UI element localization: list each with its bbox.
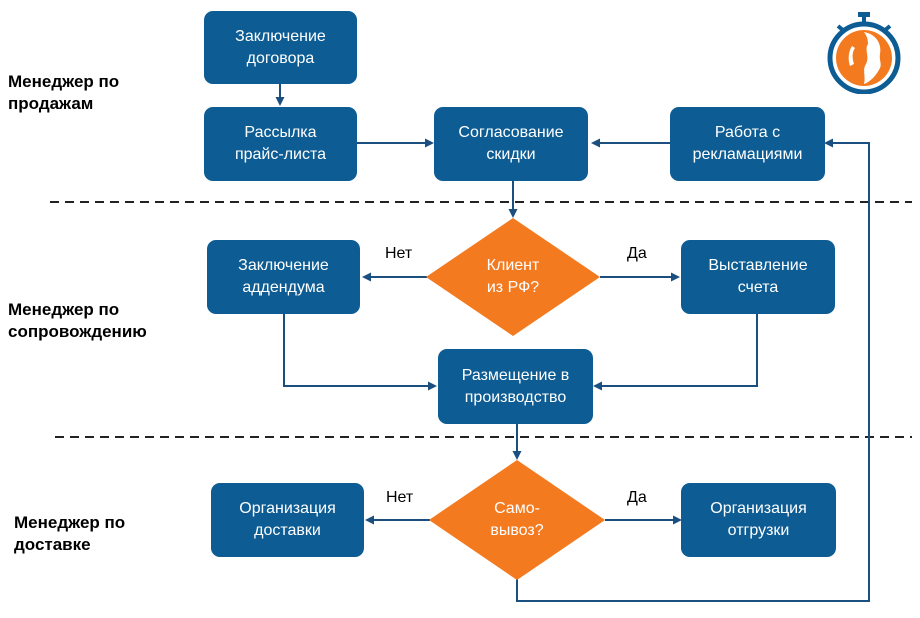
edge-loop-to-complaints: [516, 138, 870, 602]
node-invoice: Выставление счета: [681, 240, 835, 314]
stopwatch-head-logo: [827, 12, 901, 94]
decision-pickup-shape: [429, 460, 605, 580]
edge-invoice-to-production: [593, 314, 758, 391]
edge-addendum-to-production: [283, 314, 437, 391]
node-discount: Согласование скидки: [434, 107, 588, 181]
edge-label-no-2: Нет: [386, 489, 414, 506]
edge-label-yes-1: Да: [627, 245, 647, 262]
lane-label-sales: Менеджер по продажам: [8, 72, 120, 113]
decision-client-rf-shape: [426, 218, 600, 336]
edge-label-yes-2: Да: [627, 489, 647, 506]
decision-pickup-label: Само- вывоз?: [490, 500, 544, 539]
node-price-list: Рассылка прайс-листа: [204, 107, 357, 181]
node-shipment: Организация отгрузки: [681, 483, 836, 557]
node-complaints: Работа с рекламациями: [670, 107, 825, 181]
edge-label-no-1: Нет: [385, 245, 413, 262]
lane-label-support: Менеджер по сопровождению: [8, 300, 147, 341]
node-addendum: Заключение аддендума: [207, 240, 360, 314]
node-production: Размещение в производство: [438, 349, 593, 424]
decision-client-rf-label: Клиент из РФ?: [486, 257, 540, 296]
node-delivery-org: Организация доставки: [211, 483, 364, 557]
lane-label-delivery: Менеджер по доставке: [14, 513, 126, 554]
node-contract: Заключение договора: [204, 11, 357, 84]
